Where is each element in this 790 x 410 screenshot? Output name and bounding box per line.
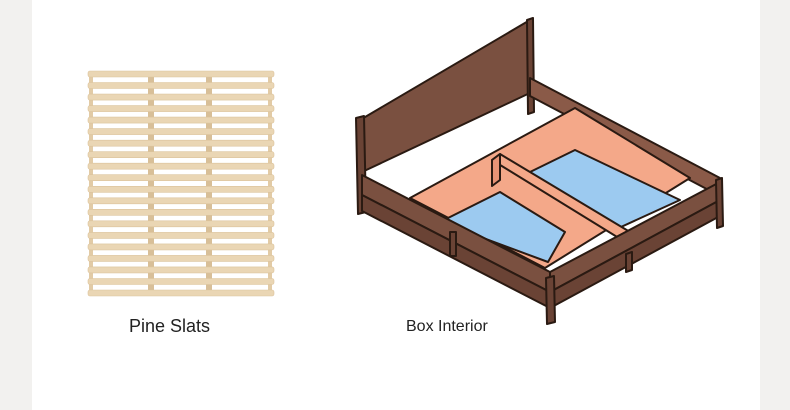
pine-slat: [87, 174, 275, 181]
pine-slat: [87, 70, 275, 78]
pine-slat: [87, 162, 275, 170]
pine-slat: [87, 186, 275, 193]
pine-slat: [87, 255, 275, 262]
pine-slat: [87, 220, 275, 228]
pine-slat: [87, 278, 275, 285]
pine-slat: [87, 151, 275, 158]
pine-slats-caption: Pine Slats: [129, 316, 211, 336]
pine-slat: [87, 93, 275, 101]
pine-slat-frame-illustration: [87, 70, 275, 297]
pine-slat: [87, 82, 275, 89]
pine-slat: [87, 139, 275, 147]
pine-slat: [87, 197, 275, 205]
pine-slat: [87, 105, 275, 112]
pine-slat: [87, 209, 275, 216]
pine-slat: [87, 232, 275, 239]
box-interior-caption: Box Interior: [406, 318, 488, 335]
pine-slat: [87, 266, 275, 274]
storage-bed-box-interior-illustration: [355, 17, 724, 325]
pine-slat: [87, 116, 275, 124]
pine-slat: [87, 128, 275, 135]
pine-slat: [87, 243, 275, 251]
pine-slat: [87, 289, 275, 297]
